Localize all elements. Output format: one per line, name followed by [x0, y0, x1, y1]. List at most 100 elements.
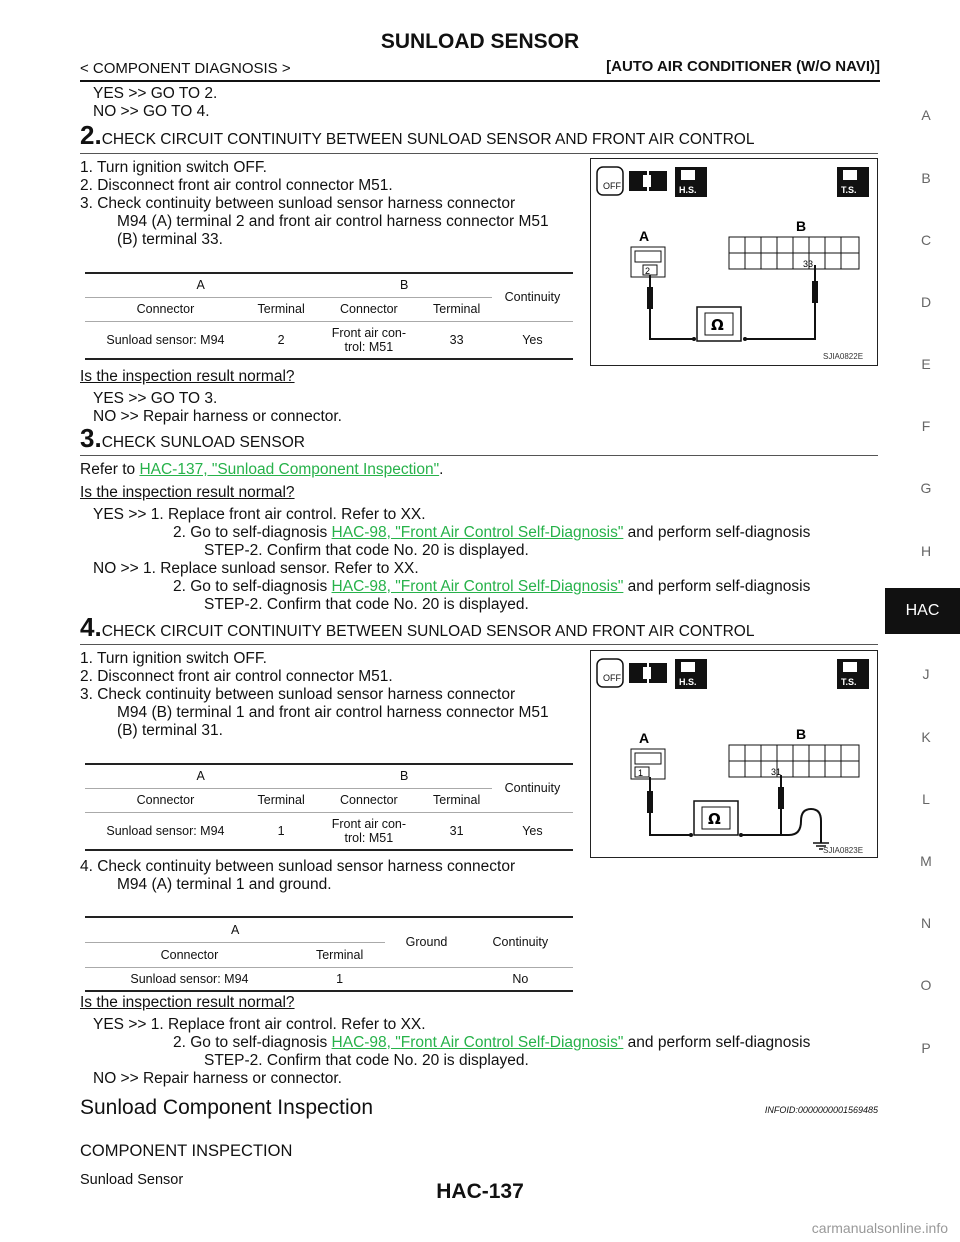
step4-no: NO >> Repair harness or connector.	[93, 1070, 342, 1087]
svg-text:OFF: OFF	[603, 181, 621, 191]
sidebar-tab-hac[interactable]: HAC	[885, 588, 960, 634]
cell-terminal-a: 1	[293, 967, 386, 992]
svg-text:31: 31	[771, 767, 781, 777]
section-item: Sunload Sensor	[80, 1172, 184, 1188]
ohmmeter-icon: Ω	[692, 306, 747, 342]
sidebar-letter-o[interactable]: O	[920, 977, 932, 993]
ground-icon	[813, 842, 829, 850]
cell-continuity: Yes	[491, 812, 573, 851]
connector-label-b: B	[796, 726, 806, 742]
self-diagnosis-link[interactable]: HAC-98, "Front Air Control Self-Diagnosi…	[331, 578, 624, 595]
svg-text:H.S.: H.S.	[679, 677, 697, 687]
step2-rule	[80, 153, 878, 154]
sidebar-letter-j[interactable]: J	[922, 666, 930, 682]
sidebar-letter-g[interactable]: G	[920, 480, 932, 496]
cell-connector-b: Front air con-trol: M51	[316, 321, 422, 360]
cell-continuity: No	[467, 967, 573, 992]
svg-text:OFF: OFF	[603, 673, 621, 683]
connector-a-graphic: 2	[630, 246, 666, 278]
step4-yes-2: 2. Go to self-diagnosis HAC-98, "Front A…	[173, 1034, 811, 1051]
section-title: Sunload Component Inspection	[80, 1096, 374, 1119]
wiring-diagram: OFF H.S. T.S. A B 1	[596, 658, 869, 855]
step4-line-3: 3. Check continuity between sunload sens…	[80, 686, 516, 703]
cell-ground	[385, 967, 468, 992]
step4-line-1: 1. Turn ignition switch OFF.	[80, 650, 267, 667]
cell-connector-a: Sunload sensor: M94	[85, 812, 246, 851]
svg-text:H.S.: H.S.	[679, 185, 697, 195]
step2-line-5: (B) terminal 33.	[117, 231, 223, 248]
col-terminal: Terminal	[245, 788, 317, 813]
col-header-ground: Ground	[385, 916, 468, 968]
col-header-a: A	[85, 272, 317, 298]
step2-line-3: 3. Check continuity between sunload sens…	[80, 195, 516, 212]
harness-side-icon: H.S.	[675, 167, 707, 197]
step2-heading: 2.CHECK CIRCUIT CONTINUITY BETWEEN SUNLO…	[80, 120, 755, 151]
disconnect-connector-icon	[629, 171, 667, 191]
sidebar-letter-m[interactable]: M	[920, 853, 932, 869]
connector-label-a: A	[639, 730, 649, 746]
col-connector: Connector	[85, 942, 294, 968]
cell-terminal-b: 33	[421, 321, 492, 360]
svg-text:T.S.: T.S.	[841, 185, 857, 195]
figure-code: SJIA0823E	[823, 846, 863, 855]
col-terminal: Terminal	[293, 942, 386, 968]
col-terminal: Terminal	[421, 788, 492, 813]
step4-line-2: 2. Disconnect front air control connecto…	[80, 668, 393, 685]
inspection-link[interactable]: HAC-137, "Sunload Component Inspection"	[139, 461, 440, 478]
step3-no-2: 2. Go to self-diagnosis HAC-98, "Front A…	[173, 578, 811, 595]
col-connector: Connector	[316, 788, 422, 813]
sidebar-letter-h[interactable]: H	[920, 543, 932, 559]
connector-label-a: A	[639, 228, 649, 244]
breadcrumb-left: < COMPONENT DIAGNOSIS >	[80, 60, 291, 77]
harness-side-icon: H.S.	[675, 659, 707, 689]
sidebar-letter-b[interactable]: B	[921, 170, 931, 186]
wiring-diagram: OFF H.S. T.S. A B 2	[596, 166, 869, 361]
svg-text:1: 1	[638, 768, 643, 778]
svg-text:2: 2	[645, 266, 650, 276]
svg-text:33: 33	[803, 259, 813, 269]
step4-line-7: M94 (A) terminal 1 and ground.	[117, 876, 332, 893]
step4-ground-table: A Ground Continuity Connector Terminal S…	[85, 916, 573, 992]
step-title: CHECK CIRCUIT CONTINUITY BETWEEN SUNLOAD…	[101, 131, 755, 148]
section-subhead: COMPONENT INSPECTION	[80, 1142, 293, 1160]
step4-yes-3: STEP-2. Confirm that code No. 20 is disp…	[204, 1052, 529, 1069]
col-terminal: Terminal	[245, 297, 317, 322]
terminal-side-icon: T.S.	[837, 659, 869, 689]
self-diagnosis-link[interactable]: HAC-98, "Front Air Control Self-Diagnosi…	[331, 524, 624, 541]
sidebar-letter-e[interactable]: E	[921, 356, 931, 372]
step4-line-4: M94 (B) terminal 1 and front air control…	[117, 704, 549, 721]
sidebar-letter-f[interactable]: F	[921, 418, 931, 434]
col-header-a: A	[85, 916, 386, 943]
sidebar-letter-l[interactable]: L	[922, 791, 930, 807]
breadcrumb-right: [AUTO AIR CONDITIONER (W/O NAVI)]	[606, 58, 880, 75]
step3-heading: 3.CHECK SUNLOAD SENSOR	[80, 423, 305, 454]
step2-diagram: OFF H.S. T.S. A B 2	[590, 158, 878, 366]
ohmmeter-icon: Ω	[689, 800, 743, 837]
sidebar-letter-k[interactable]: K	[921, 729, 931, 745]
self-diagnosis-link[interactable]: HAC-98, "Front Air Control Self-Diagnosi…	[331, 1034, 624, 1051]
col-connector: Connector	[85, 297, 246, 322]
step-number: 4.	[80, 612, 102, 642]
info-id: INFOID:0000000001569485	[764, 1105, 878, 1115]
sidebar-letter-a[interactable]: A	[921, 107, 931, 123]
step4-yes-1: YES >> 1. Replace front air control. Ref…	[93, 1016, 426, 1033]
step3-rule	[80, 455, 878, 456]
top-no: NO >> GO TO 4.	[93, 103, 210, 120]
disconnect-connector-icon	[629, 663, 667, 683]
svg-text:Ω: Ω	[708, 810, 721, 828]
step4-rule	[80, 644, 878, 645]
step4-line-5: (B) terminal 31.	[117, 722, 223, 739]
figure-code: SJIA0822E	[823, 352, 863, 361]
col-header-continuity: Continuity	[491, 763, 573, 813]
sidebar-letter-n[interactable]: N	[920, 915, 932, 931]
connector-b-graphic: 33	[728, 236, 860, 270]
step2-line-2: 2. Disconnect front air control connecto…	[80, 177, 393, 194]
sidebar-letter-c[interactable]: C	[920, 232, 932, 248]
sidebar-letter-d[interactable]: D	[920, 294, 932, 310]
step3-no-3: STEP-2. Confirm that code No. 20 is disp…	[204, 596, 529, 613]
step2-line-1: 1. Turn ignition switch OFF.	[80, 159, 267, 176]
cell-connector-b: Front air con-trol: M51	[316, 812, 422, 851]
sidebar-letter-p[interactable]: P	[921, 1040, 931, 1056]
col-header-a: A	[85, 763, 317, 789]
top-yes: YES >> GO TO 2.	[93, 85, 218, 102]
